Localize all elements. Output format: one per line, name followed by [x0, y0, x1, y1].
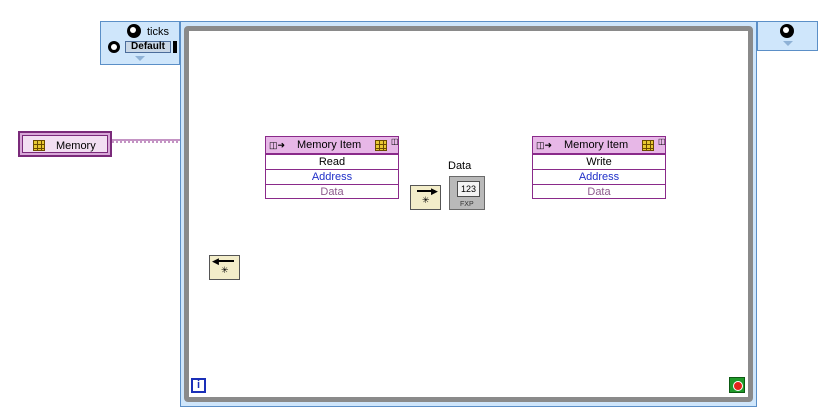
initializer-icon: ✳ — [221, 265, 229, 275]
timed-loop-body[interactable] — [184, 26, 753, 402]
clock-icon — [108, 41, 120, 53]
data-indicator-value: 123 — [457, 181, 480, 197]
timing-source-row[interactable]: Default — [103, 41, 177, 53]
data-indicator[interactable]: 123 FXP — [449, 176, 485, 210]
node-header: ◫➜ Memory Item ◫ — [266, 137, 399, 154]
ticks-label: ticks — [147, 26, 169, 38]
clock-icon — [780, 24, 794, 38]
timed-loop-output-node[interactable] — [757, 21, 818, 51]
property-node-icon: ◫➜ — [536, 140, 553, 150]
node-data-row[interactable]: Data — [266, 184, 398, 200]
memory-control[interactable]: Memory — [18, 131, 112, 157]
memory-control-body: Memory — [22, 135, 108, 153]
arrowhead-icon: ▶ — [431, 186, 438, 196]
shift-register-node[interactable]: ◀ ✳ — [209, 255, 240, 280]
node-mode-row[interactable]: Read — [266, 154, 398, 170]
node-header: ◫➜ Memory Item ◫ — [533, 137, 666, 154]
memory-control-label: Memory — [56, 140, 96, 152]
memory-grid-icon — [642, 140, 654, 151]
node-mode-row[interactable]: Write — [533, 154, 665, 170]
node-address-row[interactable]: Address — [266, 169, 398, 185]
iteration-terminal: i — [191, 378, 206, 393]
property-node-icon: ◫➜ — [269, 140, 286, 150]
timing-source-value[interactable]: Default — [125, 41, 171, 53]
data-type-badge: FXP — [460, 201, 474, 208]
arrow-right-icon — [417, 190, 435, 192]
node-corner-icon: ◫ — [391, 137, 399, 146]
stop-condition-terminal[interactable] — [729, 377, 745, 393]
memory-grid-icon — [375, 140, 387, 151]
terminal-bar — [173, 41, 177, 53]
node-address-row[interactable]: Address — [533, 169, 665, 185]
node-data-row[interactable]: Data — [533, 184, 665, 200]
memory-grid-icon — [33, 140, 45, 151]
arrowhead-icon: ◀ — [212, 256, 219, 266]
node-title: Memory Item — [297, 139, 362, 151]
stop-icon — [733, 381, 743, 391]
data-indicator-label: Data — [448, 160, 472, 172]
feedback-node[interactable]: ▶ ✳ — [410, 185, 441, 210]
arrow-left-icon — [216, 260, 234, 262]
clock-icon — [127, 24, 141, 38]
chevron-down-icon[interactable] — [135, 56, 145, 61]
chevron-down-icon[interactable] — [783, 41, 793, 46]
node-corner-icon: ◫ — [658, 137, 666, 146]
memory-item-read-node[interactable]: ◫➜ Memory Item ◫ Read Address Data — [265, 136, 399, 199]
memory-item-write-node[interactable]: ◫➜ Memory Item ◫ Write Address Data — [532, 136, 666, 199]
node-title: Memory Item — [564, 139, 629, 151]
initializer-icon: ✳ — [422, 195, 430, 205]
